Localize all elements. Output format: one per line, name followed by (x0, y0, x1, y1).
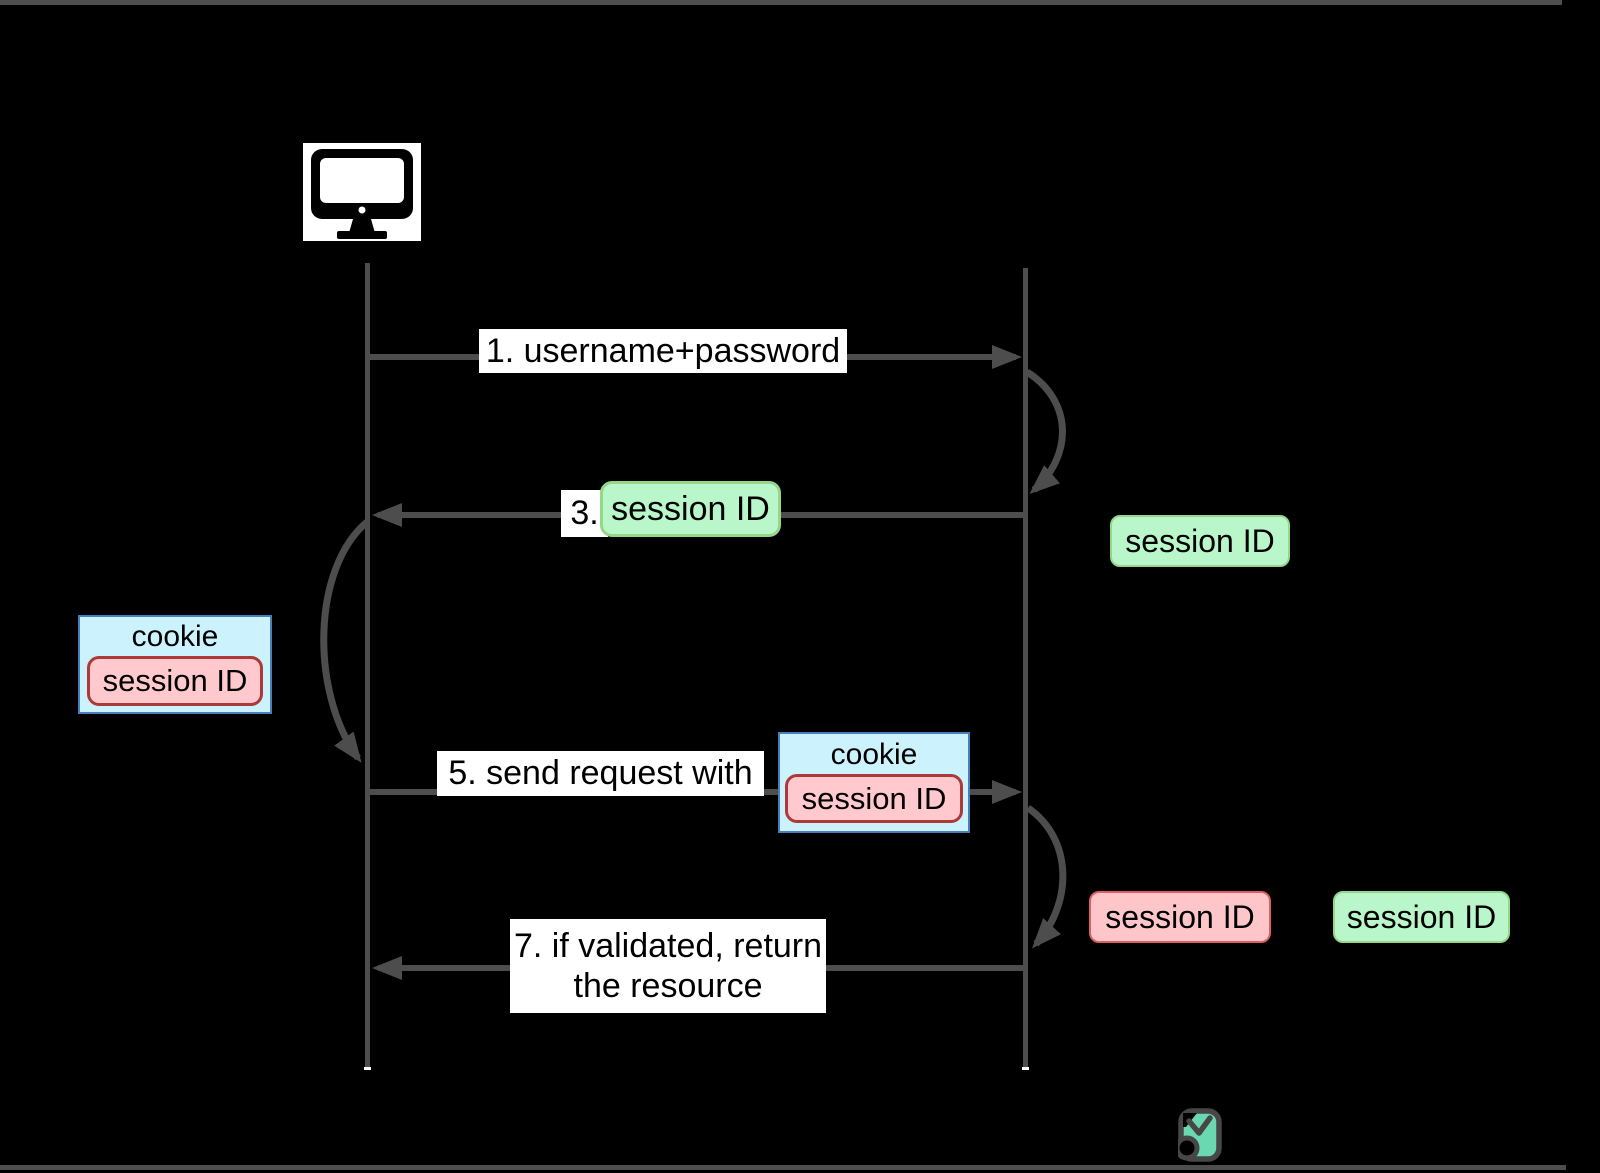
client-cookie-note: cookie session ID (78, 615, 272, 714)
brand-logo (1174, 1108, 1222, 1162)
message-7-line1: 7. if validated, return (513, 926, 823, 965)
client-computer-icon (303, 143, 421, 241)
bottom-border (0, 1165, 1566, 1170)
message-5-label: 5. send request with (437, 751, 764, 796)
top-border (0, 0, 1562, 5)
message-3-session-id-badge: session ID (600, 481, 781, 537)
desktop-monitor-icon (311, 149, 413, 239)
server-lookup-request-badge: session ID (1089, 891, 1271, 943)
server-selfloop-validate (1025, 805, 1067, 949)
message-7-label: 7. if validated, return the resource (510, 919, 826, 1013)
request-cookie-title: cookie (830, 738, 918, 771)
server-lifeline-end-cap (1022, 1067, 1029, 1070)
server-session-id-badge: session ID (1110, 515, 1290, 567)
message-1-label: 1. username+password (479, 329, 847, 373)
request-cookie-note: cookie session ID (778, 732, 970, 833)
cookie-note-session-id: session ID (87, 656, 263, 706)
teal-owl-logo-icon (1174, 1108, 1222, 1162)
client-selfloop-store-cookie (320, 519, 370, 763)
server-lookup-store-badge: session ID (1333, 891, 1510, 943)
message-7-line2: the resource (573, 967, 763, 1005)
server-selfloop-create-session (1025, 369, 1066, 494)
cookie-note-title: cookie (131, 620, 219, 653)
client-lifeline-end-cap (364, 1067, 371, 1070)
request-cookie-session-id: session ID (785, 774, 963, 823)
